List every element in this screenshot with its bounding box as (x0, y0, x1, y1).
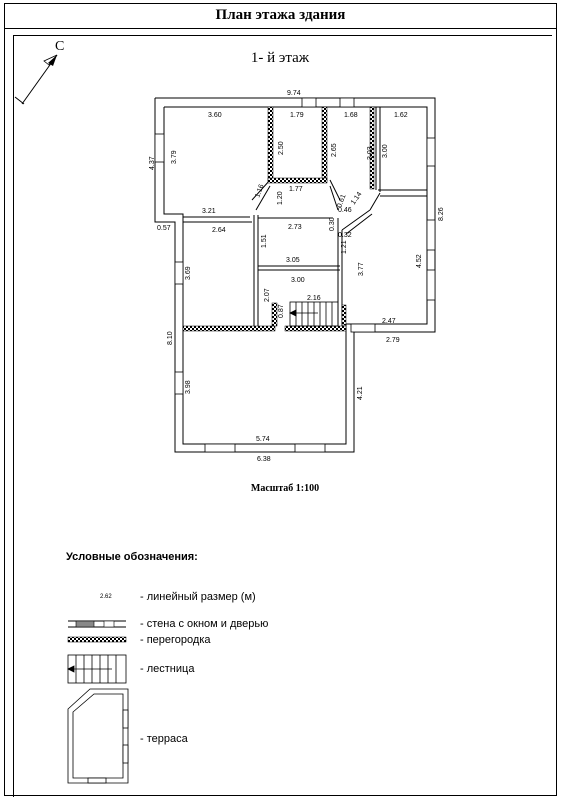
legend-item-terrace: - терраса (140, 733, 188, 745)
dimension-label: 2.64 (212, 227, 226, 234)
dimension-label: 3.77 (358, 262, 365, 276)
dimension-label: 3.00 (291, 277, 305, 284)
dimension-label: 2.73 (288, 224, 302, 231)
scale-label: Масштаб 1:100 (250, 483, 320, 494)
windows (154, 97, 436, 453)
dimension-label: 1.51 (261, 234, 268, 248)
dimension-label: 1.20 (277, 191, 284, 205)
dimension-label: 3.00 (382, 144, 389, 158)
page-title: План этажа здания (215, 7, 346, 23)
dimension-label: 1.14 (350, 191, 364, 206)
dimension-label: 2.50 (278, 141, 285, 155)
dimension-label: 8.10 (167, 331, 174, 345)
dimension-label: 3.05 (286, 257, 300, 264)
dimension-label: 0.57 (157, 225, 171, 232)
dimension-label: 6.38 (257, 456, 271, 463)
dimension-label: 2.47 (382, 318, 396, 325)
page-frame (4, 3, 557, 796)
dimension-label: 1.79 (290, 112, 304, 119)
dimension-label: 1.21 (341, 240, 348, 254)
dimension-label: 0.32 (338, 232, 352, 239)
legend-partition-icon (67, 636, 127, 643)
dimension-label: 1.77 (289, 186, 303, 193)
dimension-label: 0.87 (278, 304, 285, 318)
dimension-label: 3.60 (208, 112, 222, 119)
drawing-frame (13, 35, 552, 797)
legend-stairs-icon (67, 654, 127, 684)
partitions (182, 106, 375, 332)
dimension-label: 3.21 (202, 208, 216, 215)
dimension-label: 2.79 (386, 337, 400, 344)
legend-terrace-icon (67, 688, 129, 784)
dimension-label: 4.52 (416, 254, 423, 268)
dimension-label: 5.74 (256, 436, 270, 443)
legend-wall-window-door-icon (68, 620, 126, 628)
dimension-label: 2.07 (264, 288, 271, 302)
staircase (289, 301, 339, 327)
outer-walls (154, 97, 436, 453)
dimension-label: 3.98 (185, 380, 192, 394)
north-arrow-icon: С (14, 39, 64, 105)
dimension-label: 0.30 (329, 217, 336, 231)
compass-label: С (55, 39, 64, 54)
dimension-label: 1.62 (394, 112, 408, 119)
dimension-label: 9.74 (287, 90, 301, 97)
legend-symbols (67, 620, 129, 784)
legend-item-wall: - стена с окном и дверью (140, 618, 269, 630)
dimension-label: 0.46 (338, 207, 352, 214)
legend-item-dimension: - линейный размер (м) (140, 591, 256, 603)
dimension-label: 0.61 (336, 193, 347, 208)
dimension-label: 4.37 (149, 156, 156, 170)
dimension-labels: 9.74 3.60 1.79 1.68 1.62 4.37 3.79 2.50 … (149, 90, 445, 463)
legend-dimension-sample: 2.62 (100, 594, 112, 600)
title-box: План этажа здания (4, 3, 557, 29)
dimension-label: 3.79 (171, 150, 178, 164)
dimension-label: 4.21 (357, 386, 364, 400)
dimension-label: 1.68 (344, 112, 358, 119)
dimension-label: 8.26 (438, 207, 445, 221)
interior-walls (183, 107, 427, 330)
legend-title: Условные обозначения: (66, 551, 198, 563)
dimension-label: 3.03 (367, 146, 374, 160)
legend-item-stairs: - лестница (140, 663, 195, 675)
dimension-label: 1.16 (254, 183, 265, 198)
dimension-label: 3.69 (185, 266, 192, 280)
dimension-label: 2.16 (307, 295, 321, 302)
dimension-label: 2.65 (331, 143, 338, 157)
floor-label: 1- й этаж (250, 50, 310, 66)
legend-item-partition: - перегородка (140, 634, 211, 646)
